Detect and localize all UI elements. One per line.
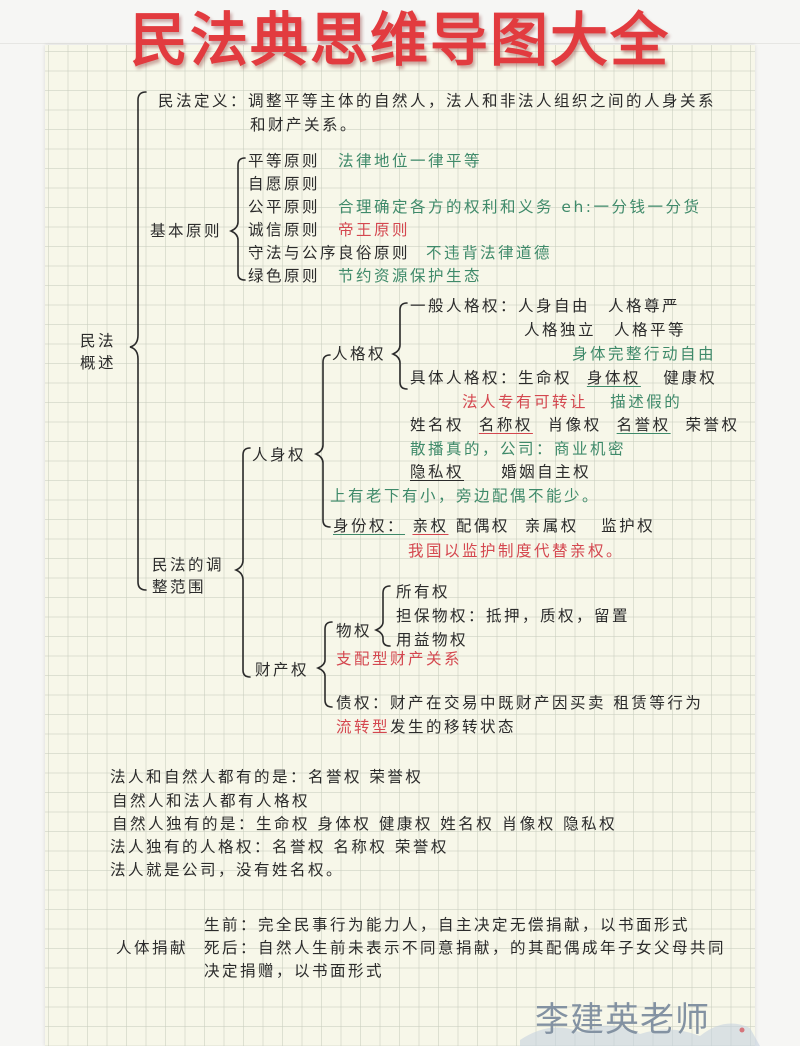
- principle-name: 诚信原则: [248, 221, 321, 239]
- donation-after-death: 死后：自然人生前未表示不同意捐献，的其配偶成年子女父母共同: [204, 939, 727, 957]
- identity-item: 亲权: [412, 517, 449, 535]
- identity-label: 身份权：: [333, 517, 406, 535]
- creditor-rights-line2: 流转型发生的移转状态: [336, 716, 516, 738]
- definition-node: 民法定义：调整平等主体的自然人，法人和非法人组织之间的人身关系: [158, 90, 716, 112]
- identity-note: 我国以监护制度代替亲权。: [408, 542, 625, 560]
- donation-before-death: 生前：完全民事行为能力人，自主决定无偿捐献，以书面形式: [204, 916, 691, 934]
- row2-note: 散播真的，公司：商业机密: [410, 440, 627, 458]
- principle-name: 守法与公序良俗原则: [248, 244, 411, 262]
- principle-note: 合理确定各方的权利和义务 eh:一分钱一分货: [338, 198, 702, 216]
- principle-name: 公平原则: [248, 198, 321, 216]
- root-label-line2: 概述: [80, 354, 117, 372]
- right-item: 名誉权: [616, 416, 671, 434]
- specific-row3: 隐私权 婚姻自主权: [410, 461, 591, 483]
- general-items: 人身自由 人格尊严: [518, 297, 681, 315]
- creditor-note-red: 流转型: [336, 718, 391, 736]
- identity-rights: 身份权： 亲权 配偶权 亲属权 监护权: [333, 515, 655, 537]
- real-right-item: 担保物权：抵押，质权，留置: [396, 607, 631, 625]
- general-note: 身体完整行动自由: [572, 345, 717, 363]
- identity-item: 监护权: [601, 517, 656, 535]
- real-right-item: 所有权: [396, 583, 451, 601]
- summary-line: 法人就是公司，没有姓名权。: [110, 861, 345, 879]
- right-item: 姓名权: [410, 416, 465, 434]
- identity-item: 亲属权: [524, 517, 579, 535]
- root-label-line1: 民法: [80, 332, 117, 350]
- definition-text-line2: 和财产关系。: [250, 116, 359, 134]
- specific-note-red: 法人专有可转让: [462, 393, 589, 411]
- root-node: 民法 概述: [80, 330, 116, 374]
- scope-label-line2: 整范围: [152, 578, 207, 596]
- personal-rights-label: 人身权: [252, 446, 307, 464]
- mountain-decoration-icon: [520, 1023, 760, 1046]
- mnemonic-note: 上有老下有小，旁边配偶不能少。: [330, 487, 601, 505]
- summary-line: 自然人独有的是：生命权 身体权 健康权 姓名权 肖像权 隐私权: [112, 815, 618, 833]
- specific-item: 身体权: [586, 369, 641, 387]
- principle-name: 绿色原则: [248, 267, 321, 285]
- scope-label: 民法的调 整范围: [152, 554, 224, 598]
- real-right-item: 用益物权: [396, 631, 469, 649]
- specific-item: 健康权: [663, 369, 718, 387]
- property-rights-label: 财产权: [255, 661, 310, 679]
- summary-line: 自然人和法人都有人格权: [112, 792, 311, 810]
- principle-note: 节约资源保护生态: [338, 267, 483, 285]
- definition-label: 民法定义：: [158, 92, 249, 110]
- right-item: 婚姻自主权: [501, 463, 592, 481]
- right-item: 名称权: [478, 416, 533, 434]
- specific-label: 具体人格权：: [410, 369, 519, 387]
- identity-item: 配偶权: [455, 517, 510, 535]
- specific-row2: 姓名权 名称权 肖像权 名誉权 荣誉权: [410, 414, 740, 436]
- general-label: 一般人格权：: [410, 297, 519, 315]
- creditor-note-rest: 发生的移转状态: [390, 718, 517, 736]
- right-item: 荣誉权: [685, 416, 740, 434]
- definition-text: 调整平等主体的自然人，法人和非法人组织之间的人身关系: [248, 92, 717, 110]
- donation-after-death-line2: 决定捐赠，以书面形式: [204, 962, 385, 980]
- right-item: 隐私权: [410, 463, 465, 481]
- specific-notes: 法人专有可转让 描述假的: [462, 391, 682, 413]
- summary-line: 法人和自然人都有的是：名誉权 荣誉权: [110, 768, 424, 786]
- top-divider: [0, 43, 800, 44]
- specific-personality-right: 具体人格权：生命权 身体权 健康权: [410, 367, 717, 389]
- principle-note: 法律地位一律平等: [338, 152, 483, 170]
- specific-note-green: 描述假的: [610, 393, 683, 411]
- principles-label: 基本原则: [150, 222, 223, 240]
- right-item: 肖像权: [547, 416, 602, 434]
- donation-label: 人体捐献: [116, 939, 189, 957]
- principle-name: 平等原则: [248, 152, 321, 170]
- specific-item: 生命权: [518, 369, 573, 387]
- personality-rights-label: 人格权: [332, 345, 387, 363]
- summary-line: 法人独有的人格权：名誉权 名称权 荣誉权: [110, 838, 449, 856]
- page-title: 民法典思维导图大全: [129, 6, 670, 74]
- real-rights-note: 支配型财产关系: [336, 650, 463, 668]
- principle-name: 自愿原则: [248, 175, 321, 193]
- creditor-rights-line1: 债权：财产在交易中既财产因买卖 租赁等行为: [336, 694, 704, 712]
- principle-note: 帝王原则: [338, 221, 411, 239]
- grid-paper: [45, 45, 755, 1046]
- real-rights-label: 物权: [336, 622, 373, 640]
- general-items-line2: 人格独立 人格平等: [524, 321, 687, 339]
- scope-label-line1: 民法的调: [152, 556, 225, 574]
- principle-note: 不违背法律道德: [426, 244, 553, 262]
- author-watermark: 李建英老师: [535, 1000, 710, 1040]
- general-personality-right: 一般人格权：人身自由 人格尊严: [410, 295, 680, 317]
